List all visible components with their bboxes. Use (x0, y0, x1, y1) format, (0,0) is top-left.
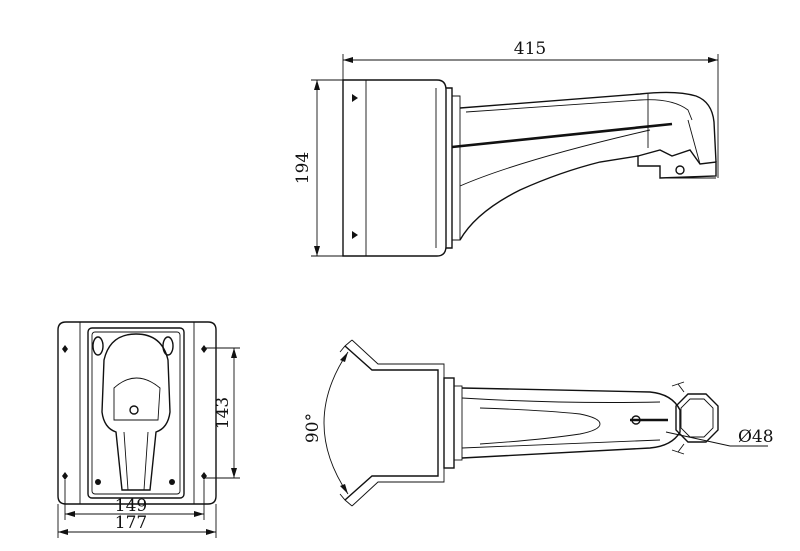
front-view: 143 149 177 (57, 321, 240, 538)
dim-415-label: 415 (514, 39, 546, 59)
dim-149-arrow-left (65, 511, 75, 517)
side-arm-centerline (451, 122, 673, 149)
top-clamp-ears-2 (671, 381, 685, 455)
dim-149-arrow-right (194, 511, 204, 517)
dim-48-label: Ø48 (738, 427, 774, 447)
top-arm-outline (461, 387, 681, 459)
top-clamp-tips (339, 339, 353, 507)
front-hole-bottom-left (95, 479, 101, 485)
front-wall-plate (57, 321, 217, 505)
side-arm-bottom (459, 155, 639, 241)
dim-143-arrow-top (231, 348, 237, 358)
side-collar-step (452, 95, 461, 241)
front-slot-left (92, 336, 104, 356)
top-pipe-clamp (675, 393, 719, 443)
side-elbow-line-2 (687, 119, 701, 165)
front-plate-hole-tl (62, 345, 68, 353)
top-pipe-clamp-inner (680, 398, 714, 438)
front-plate-hole-bl (62, 472, 68, 480)
top-arm-bolt (631, 415, 641, 425)
top-view: 90° Ø48 (303, 339, 774, 507)
top-clamp-plate (344, 345, 439, 501)
dim-177-label: 177 (115, 513, 147, 533)
front-hole-bottom-right (169, 479, 175, 485)
front-slot-right (162, 336, 174, 356)
side-plate-screw-bottom (352, 231, 358, 239)
dim-177-arrow-right (206, 529, 216, 535)
top-arm-ribs (461, 397, 661, 449)
dim-90-arrow-bottom (340, 484, 348, 494)
side-plate-screw-top (352, 94, 358, 102)
dim-415-arrow-left (343, 57, 353, 63)
dim-194-arrow-bottom (314, 246, 320, 256)
front-collar-inner (91, 331, 181, 495)
front-plate-hole-tr (201, 345, 207, 353)
side-arm-top (459, 91, 717, 163)
top-collar-step (453, 385, 463, 461)
dim-90-label: 90° (303, 413, 323, 443)
dim-415-arrow-right (708, 57, 718, 63)
side-mount-bolt (675, 165, 685, 175)
dim-143-arrow-bottom (231, 468, 237, 478)
front-plate-hole-br (201, 472, 207, 480)
front-arm-legs (123, 431, 149, 491)
dim-48-leader (665, 431, 731, 447)
dim-194-arrow-top (314, 80, 320, 90)
dim-143-label: 143 (213, 397, 233, 429)
front-arm-inner (113, 377, 161, 421)
dim-177-arrow-left (58, 529, 68, 535)
front-collar-body (87, 327, 185, 499)
top-arm-inner (479, 407, 601, 445)
dim-149-label: 149 (115, 496, 147, 516)
side-arm-rib (465, 99, 693, 121)
top-clamp-ears (677, 383, 685, 453)
side-wall-plate (342, 79, 447, 257)
dim-90-arc (323, 351, 349, 495)
dim-194-label: 194 (293, 152, 313, 184)
front-arm-bolt (129, 405, 139, 415)
side-view: 415 194 (293, 39, 719, 257)
front-arm-outline (101, 333, 171, 491)
side-collar (446, 87, 453, 249)
top-collar (443, 377, 455, 469)
side-mount-block (637, 149, 717, 179)
side-arm-lower-rib (459, 129, 651, 187)
dim-90-arrow-top (340, 352, 348, 362)
